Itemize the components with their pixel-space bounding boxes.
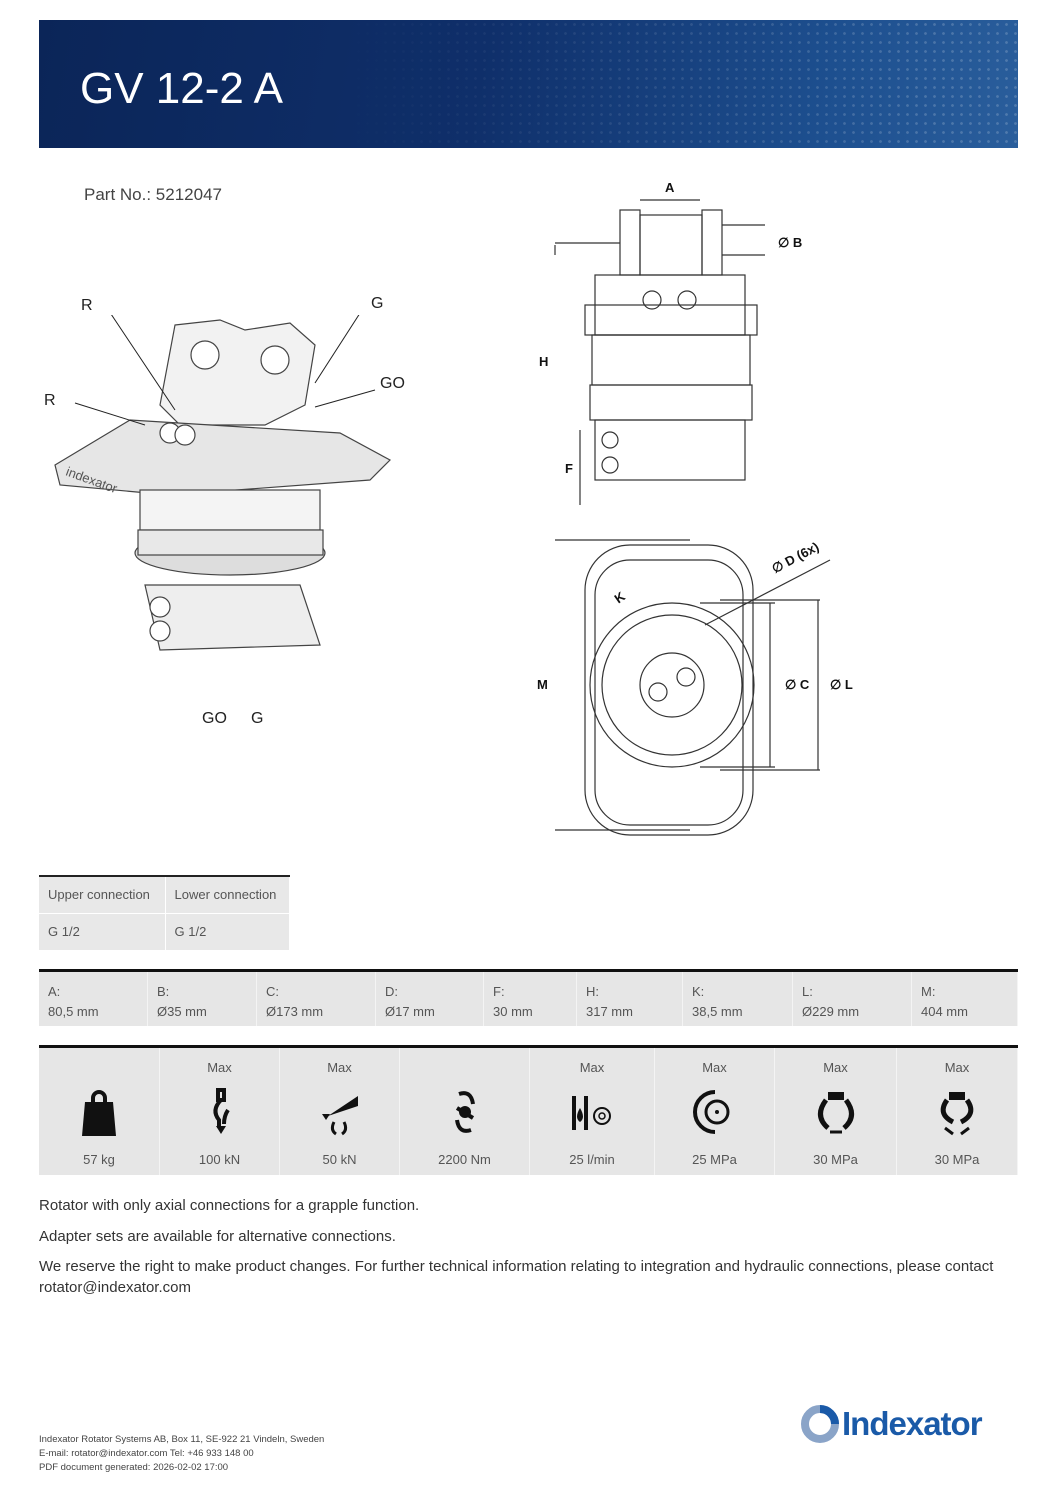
dimension-value: Ø229 mm xyxy=(802,1004,860,1019)
indexator-logo: Indexator xyxy=(800,1403,983,1445)
callout-g-bottom: G xyxy=(251,710,264,727)
spec-value: 30 MPa xyxy=(934,1152,980,1167)
dimensions-table: A: 80,5 mm B: Ø35 mm C: Ø173 mm D: Ø17 mm F: 30 m… xyxy=(39,969,1018,1026)
dimension-cell: L: Ø229 mm xyxy=(793,972,912,1026)
disclaimer-text: We reserve the right to make product cha… xyxy=(39,1258,994,1296)
spec-cell: Max 30 MPa xyxy=(775,1048,897,1175)
dimension-key: A: xyxy=(48,984,61,999)
dynamic-load-icon xyxy=(321,1096,358,1136)
dimension-value: Ø17 mm xyxy=(385,1004,435,1019)
spec-cell: 2200 Nm xyxy=(400,1048,530,1175)
spec-value: 2200 Nm xyxy=(438,1152,491,1167)
oil-flow-icon xyxy=(572,1096,611,1130)
spec-value: 25 l/min xyxy=(569,1152,615,1167)
side-view-drawing xyxy=(554,199,765,505)
spec-max-label: Max xyxy=(207,1060,232,1075)
footer: Indexator Rotator Systems AB, Box 11, SE… xyxy=(39,1433,324,1475)
dimension-cell: F: 30 mm xyxy=(484,972,577,1026)
dimension-value: Ø173 mm xyxy=(266,1004,324,1019)
callout-g-top: G xyxy=(371,295,384,312)
spec-max-label: Max xyxy=(823,1060,848,1075)
hook-load-icon xyxy=(213,1088,230,1134)
header-upper-connection: Upper connection xyxy=(39,876,166,914)
grapple-close-pressure-icon xyxy=(940,1092,974,1136)
rotator-isometric-drawing: indexator xyxy=(54,315,391,651)
spec-cell: Max 30 MPa xyxy=(897,1048,1018,1175)
dimension-key: B: xyxy=(157,984,170,999)
dim-b-label: ∅ B xyxy=(778,235,803,250)
spec-cell: Max 25 l/min xyxy=(530,1048,655,1175)
dimension-value: 80,5 mm xyxy=(48,1004,99,1019)
dim-a-label: A xyxy=(665,180,675,195)
dimension-cell: B: Ø35 mm xyxy=(148,972,257,1026)
dimension-cell: C: Ø173 mm xyxy=(257,972,376,1026)
footer-generated: PDF document generated: 2026-02-02 17:00 xyxy=(39,1462,229,1473)
dimension-cell: H: 317 mm xyxy=(577,972,683,1026)
spec-cell: Max 100 kN xyxy=(160,1048,280,1175)
callout-go-bottom: GO xyxy=(202,710,227,727)
rotation-pressure-icon xyxy=(692,1090,729,1134)
callout-r-left: R xyxy=(44,392,56,409)
dimension-cell: M: 404 mm xyxy=(912,972,1018,1026)
spec-cell: 57 kg xyxy=(39,1048,160,1175)
page-title: GV 12-2 A xyxy=(80,64,284,113)
dimension-value: 30 mm xyxy=(493,1004,533,1019)
dim-m-label: M xyxy=(537,677,548,692)
dimension-value: 404 mm xyxy=(921,1004,968,1019)
callout-go-top: GO xyxy=(380,375,405,392)
header-lower-connection: Lower connection xyxy=(165,876,290,914)
dimension-key: H: xyxy=(586,984,599,999)
part-number: Part No.: 5212047 xyxy=(84,185,222,204)
dim-l-label: ∅ L xyxy=(830,677,853,692)
value-lower-connection: G 1/2 xyxy=(165,913,290,951)
specifications-table: 57 kg Max 100 kN Max 50 kN 2200 Nm Max 25 l/min… xyxy=(39,1045,1018,1175)
bottom-view-drawing xyxy=(555,539,831,836)
dimension-cell: K: 38,5 mm xyxy=(683,972,793,1026)
dimension-key: F: xyxy=(493,984,505,999)
dim-c-label: ∅ C xyxy=(785,677,810,692)
footer-contact: E-mail: rotator@indexator.com Tel: +46 9… xyxy=(39,1448,254,1459)
spec-max-label: Max xyxy=(327,1060,352,1075)
adapter-text: Adapter sets are available for alternati… xyxy=(39,1228,396,1245)
description-text: Rotator with only axial connections for … xyxy=(39,1197,420,1214)
spec-value: 30 MPa xyxy=(813,1152,858,1167)
weight-icon xyxy=(82,1090,116,1136)
logo-text: Indexator xyxy=(842,1405,983,1442)
grapple-open-pressure-icon xyxy=(817,1092,854,1134)
value-upper-connection: G 1/2 xyxy=(39,913,166,951)
dimension-key: M: xyxy=(921,984,936,999)
dimension-key: C: xyxy=(266,984,279,999)
dim-f-label: F xyxy=(565,461,573,476)
header-banner: GV 12-2 A xyxy=(39,20,1018,148)
spec-max-label: Max xyxy=(702,1060,727,1075)
spec-max-label: Max xyxy=(944,1060,970,1075)
spec-value: 57 kg xyxy=(83,1152,115,1167)
dimension-cell: A: 80,5 mm xyxy=(39,972,148,1026)
callout-r-top: R xyxy=(81,297,93,314)
spec-value: 25 MPa xyxy=(692,1152,737,1167)
footer-address: Indexator Rotator Systems AB, Box 11, SE… xyxy=(39,1434,325,1445)
spec-value: 100 kN xyxy=(198,1152,241,1167)
logo-mark-icon xyxy=(801,1405,839,1443)
spec-value: 50 kN xyxy=(322,1152,357,1167)
dimension-value: Ø35 mm xyxy=(157,1004,207,1019)
spec-max-label: Max xyxy=(579,1060,605,1075)
dimension-value: 38,5 mm xyxy=(692,1004,743,1019)
dimension-value: 317 mm xyxy=(586,1004,633,1019)
spec-cell: Max 25 MPa xyxy=(655,1048,775,1175)
dimension-cell: D: Ø17 mm xyxy=(376,972,484,1026)
dimension-key: D: xyxy=(385,984,398,999)
dimension-key: L: xyxy=(802,984,813,999)
dimension-key: K: xyxy=(692,984,705,999)
torque-icon xyxy=(454,1091,475,1133)
spec-cell: Max 50 kN xyxy=(280,1048,400,1175)
dim-h-label: H xyxy=(539,354,549,369)
